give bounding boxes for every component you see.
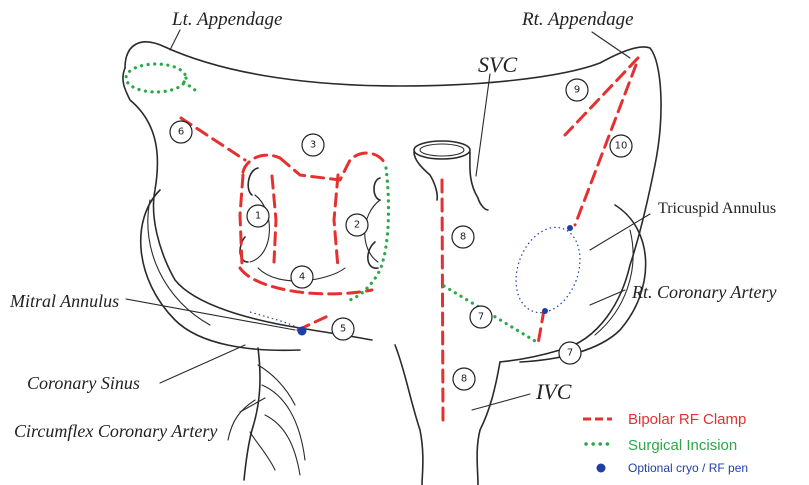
lesion-badge: 10 bbox=[610, 135, 632, 157]
cryo-point bbox=[542, 308, 548, 314]
lesion-badge: 4 bbox=[291, 266, 313, 288]
svg-text:5: 5 bbox=[340, 324, 346, 335]
lesion-badge: 5 bbox=[332, 318, 354, 340]
incision-lesions bbox=[126, 64, 540, 344]
svg-text:8: 8 bbox=[461, 374, 467, 385]
svg-text:1: 1 bbox=[255, 211, 261, 222]
lesion-badge: 6 bbox=[170, 121, 192, 143]
svg-text:8: 8 bbox=[460, 232, 466, 243]
cryo-point bbox=[298, 327, 307, 336]
lesion-badge: 9 bbox=[566, 79, 588, 101]
svg-text:3: 3 bbox=[310, 140, 316, 151]
cryo-point bbox=[567, 225, 573, 231]
legend-cryo-swatch bbox=[597, 464, 606, 473]
label-coronary-sinus: Coronary Sinus bbox=[27, 373, 140, 393]
clamp-lesions bbox=[181, 58, 638, 420]
svg-text:9: 9 bbox=[574, 85, 580, 96]
lesion-badge: 3 bbox=[302, 134, 324, 156]
lesion-badge: 8 bbox=[453, 368, 475, 390]
lesion-badge: 7 bbox=[559, 342, 581, 364]
svg-text:6: 6 bbox=[178, 127, 184, 138]
svg-text:4: 4 bbox=[299, 272, 305, 283]
label-ivc: IVC bbox=[535, 379, 572, 404]
svg-text:7: 7 bbox=[567, 348, 573, 359]
svg-text:2: 2 bbox=[354, 220, 360, 231]
label-rt-coronary-artery: Rt. Coronary Artery bbox=[631, 282, 777, 302]
label-lt-appendage: Lt. Appendage bbox=[171, 9, 282, 30]
legend-clamp-label: Bipolar RF Clamp bbox=[628, 411, 746, 428]
svg-text:10: 10 bbox=[615, 141, 628, 152]
legend: Bipolar RF Clamp Surgical Incision Optio… bbox=[583, 411, 748, 475]
lesion-badge: 8 bbox=[452, 226, 474, 248]
svg-text:7: 7 bbox=[478, 312, 484, 323]
label-circumflex-coronary-artery: Circumflex Coronary Artery bbox=[14, 421, 217, 441]
label-svc: SVC bbox=[478, 52, 517, 77]
lesion-badge: 7 bbox=[470, 306, 492, 328]
legend-incision-label: Surgical Incision bbox=[628, 437, 737, 454]
tricuspid-annulus-ring bbox=[505, 218, 591, 321]
lesion-badge: 2 bbox=[346, 214, 368, 236]
label-mitral-annulus: Mitral Annulus bbox=[9, 291, 119, 311]
label-tricuspid-annulus: Tricuspid Annulus bbox=[658, 200, 776, 217]
lesion-badge: 1 bbox=[247, 205, 269, 227]
label-rt-appendage: Rt. Appendage bbox=[521, 9, 634, 30]
legend-cryo-label: Optional cryo / RF pen bbox=[628, 461, 748, 475]
